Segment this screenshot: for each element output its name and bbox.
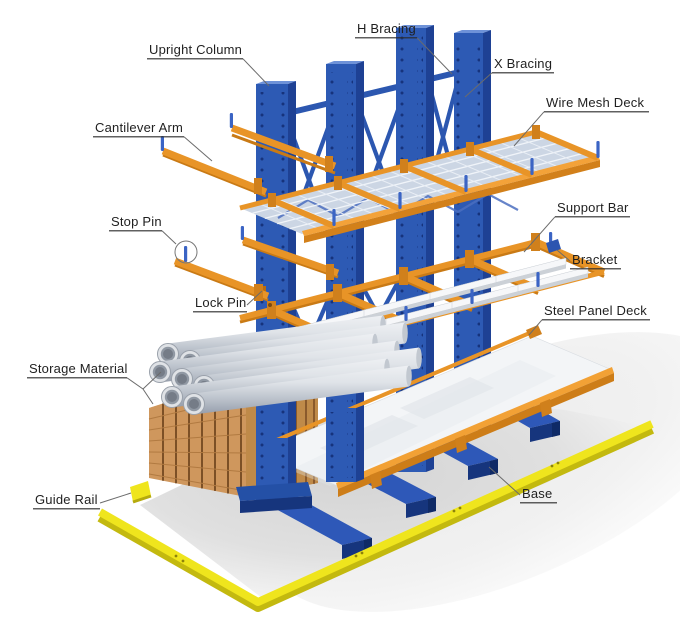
annotation-steel-panel-deck: Steel Panel Deck <box>528 303 650 336</box>
annotation-upright-column: Upright Column <box>147 42 270 87</box>
annotation-x-bracing: X Bracing <box>464 56 554 98</box>
cantilever-arm-t2-c2 <box>240 226 340 280</box>
label-cantilever-arm: Cantilever Arm <box>95 120 183 135</box>
guide-rail-bolts <box>174 461 560 563</box>
label-base: Base <box>522 486 552 501</box>
leader-h-bracing <box>416 37 453 75</box>
storage-pipes <box>149 315 422 415</box>
lock-pin-part <box>262 286 266 295</box>
leader-guide-rail <box>99 492 132 504</box>
label-wire-mesh-deck: Wire Mesh Deck <box>546 95 644 110</box>
panel-hanging-brackets <box>370 325 552 489</box>
label-steel-panel-deck: Steel Panel Deck <box>544 303 647 318</box>
leader-lock-pin <box>246 290 263 306</box>
leader-upright-column <box>242 58 270 87</box>
support-back-rail <box>239 239 537 321</box>
annotations: H Bracing X Bracing Upright Column Wire … <box>27 21 650 510</box>
annotation-cantilever-arm: Cantilever Arm <box>93 120 213 162</box>
label-upright-column: Upright Column <box>149 42 242 57</box>
stop-pin-callout-circle <box>174 240 198 264</box>
annotation-bracket: Bracket <box>556 249 621 270</box>
label-bracket: Bracket <box>572 252 618 267</box>
leader-base <box>488 466 521 496</box>
mesh-front-rail-face <box>304 160 600 243</box>
column-pedestal <box>236 482 312 513</box>
h-bracing-bar <box>283 66 473 117</box>
annotation-base: Base <box>488 466 557 504</box>
leader-steel-panel-deck <box>528 319 543 336</box>
mesh-back-rail <box>239 129 537 211</box>
annotation-support-bar: Support Bar <box>523 200 630 253</box>
leader-bracket <box>556 249 571 262</box>
annotation-h-bracing: H Bracing <box>355 21 453 75</box>
guide-rail-part <box>97 420 655 612</box>
label-lock-pin: Lock Pin <box>195 295 246 310</box>
label-storage-material: Storage Material <box>29 361 128 376</box>
support-column-plates <box>267 233 540 319</box>
leader-stop-pin <box>161 230 177 245</box>
label-support-bar: Support Bar <box>557 200 629 215</box>
wire-mesh-deck-tier <box>239 125 600 243</box>
cantilever-arm-t1-c2 <box>229 113 337 175</box>
leader-x-bracing <box>464 72 493 98</box>
mesh-deck-arms <box>270 129 600 229</box>
pipe <box>183 365 412 415</box>
label-guide-rail: Guide Rail <box>35 492 98 507</box>
annotation-wire-mesh-deck: Wire Mesh Deck <box>513 95 649 147</box>
cantilever-arm-t1-c1 <box>160 136 268 198</box>
leader-cantilever-arm <box>183 136 213 162</box>
mesh-tip-pins <box>332 141 600 226</box>
mesh-column-plates <box>268 125 540 207</box>
cantilever-arms-left <box>160 113 340 302</box>
annotation-guide-rail: Guide Rail <box>33 492 132 510</box>
leader-storage-material-lumber <box>142 388 154 405</box>
label-h-bracing: H Bracing <box>357 21 416 36</box>
annotation-storage-material: Storage Material <box>27 361 162 405</box>
annotation-lock-pin: Lock Pin <box>193 290 263 313</box>
column-lower-patches <box>236 405 364 513</box>
cantilever-arm-t2-c1 <box>173 246 270 302</box>
stop-pin-part <box>184 246 188 262</box>
label-stop-pin: Stop Pin <box>111 214 162 229</box>
leader-support-bar <box>523 216 556 253</box>
support-end-bracket <box>546 239 561 253</box>
panel-back-rail <box>257 330 533 450</box>
annotation-stop-pin: Stop Pin <box>109 214 177 245</box>
panel-front-rail-top <box>336 367 614 489</box>
leader-wire-mesh-deck <box>513 111 545 147</box>
label-x-bracing: X Bracing <box>494 56 552 71</box>
